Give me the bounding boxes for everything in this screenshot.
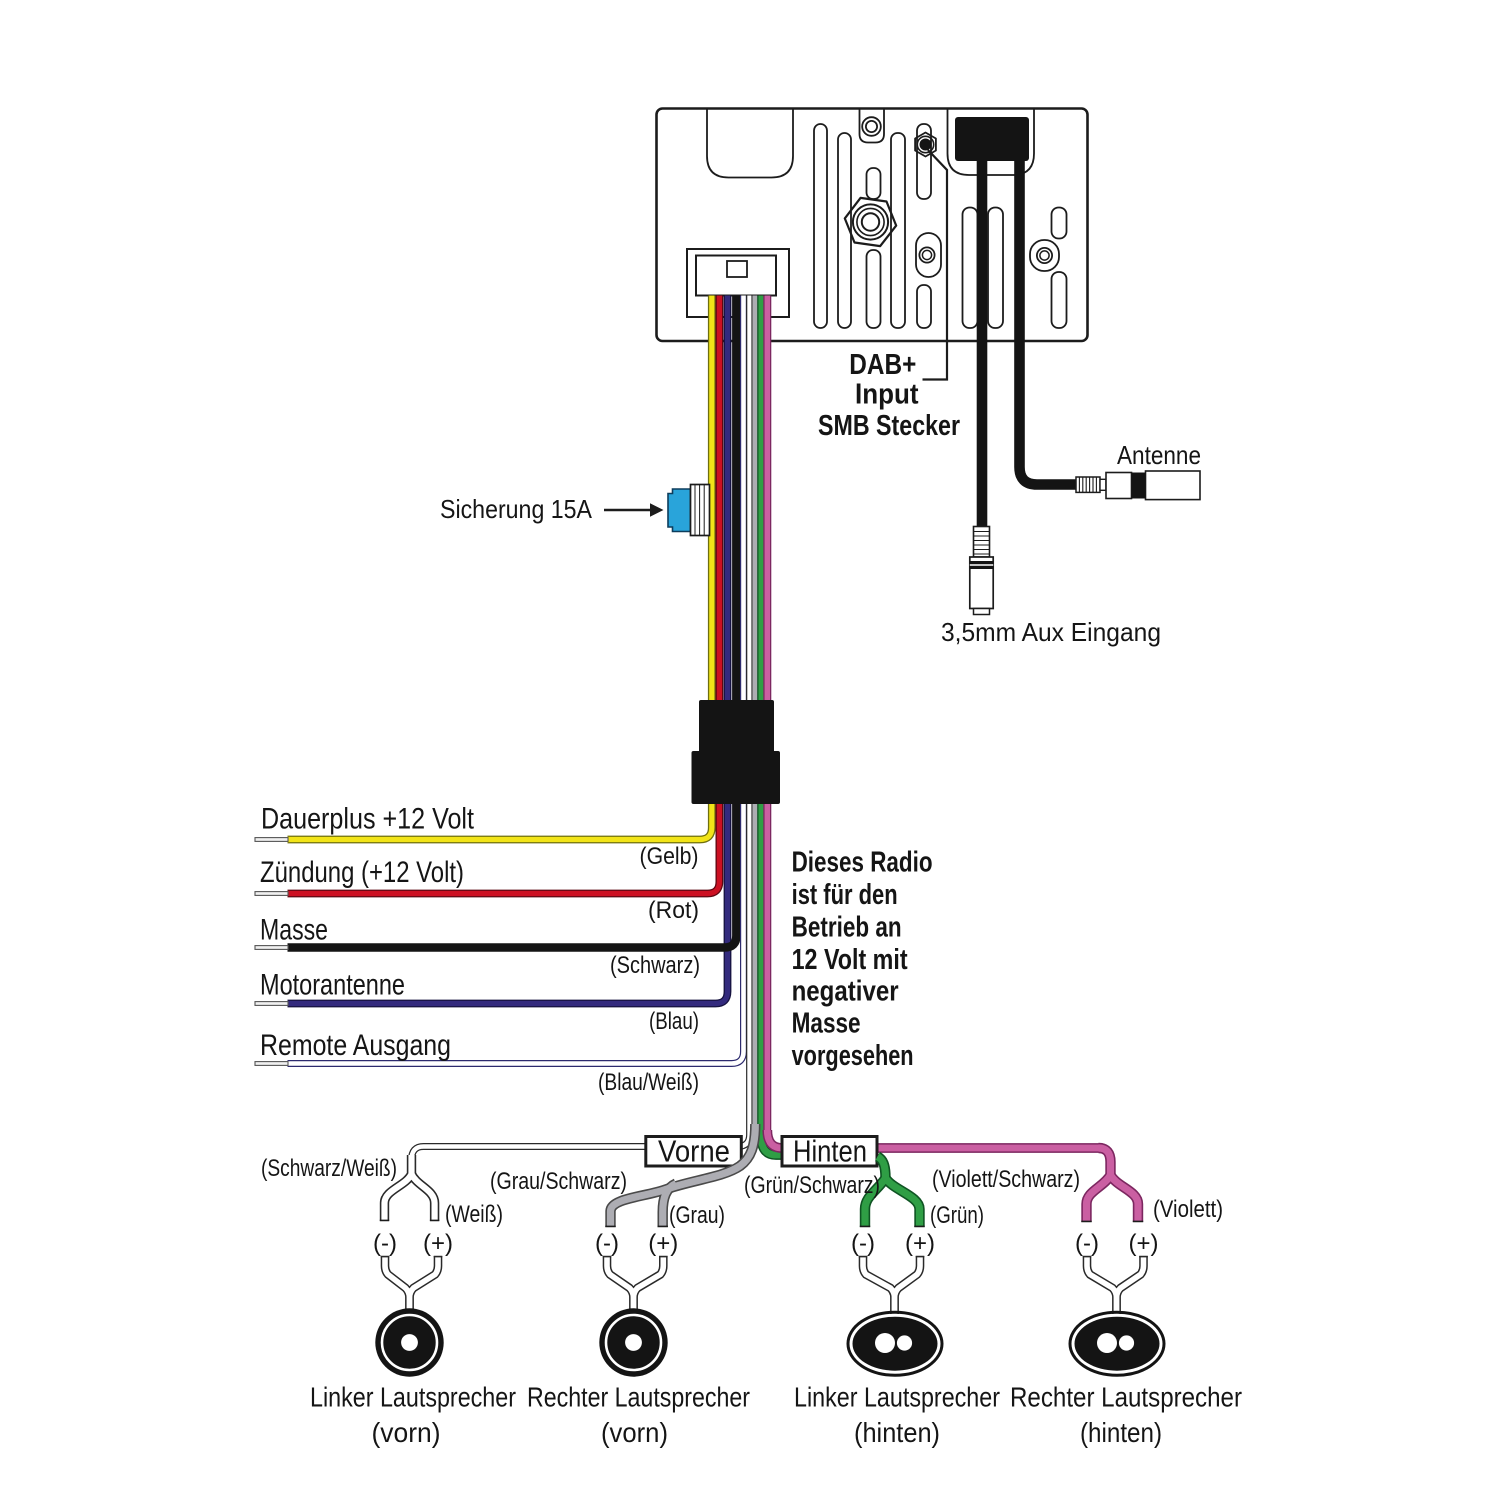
svg-text:(Blau): (Blau) bbox=[649, 1008, 699, 1035]
svg-text:Zündung (+12 Volt): Zündung (+12 Volt) bbox=[260, 856, 464, 889]
svg-text:(+): (+) bbox=[1129, 1230, 1159, 1257]
svg-text:DAB+: DAB+ bbox=[849, 349, 916, 381]
svg-text:Remote Ausgang: Remote Ausgang bbox=[260, 1029, 451, 1062]
svg-text:Rechter Lautsprecher: Rechter Lautsprecher bbox=[527, 1382, 750, 1413]
svg-text:Masse: Masse bbox=[260, 914, 328, 947]
svg-text:Vorne: Vorne bbox=[658, 1134, 730, 1169]
svg-text:(Gelb): (Gelb) bbox=[640, 843, 699, 870]
svg-text:(Schwarz/Weiß): (Schwarz/Weiß) bbox=[261, 1155, 397, 1182]
svg-text:Input: Input bbox=[855, 379, 919, 411]
svg-text:(-): (-) bbox=[595, 1230, 619, 1257]
svg-text:(-): (-) bbox=[851, 1230, 875, 1257]
svg-text:(+): (+) bbox=[423, 1230, 453, 1257]
svg-text:Rechter Lautsprecher: Rechter Lautsprecher bbox=[1010, 1382, 1242, 1413]
svg-text:(Schwarz): (Schwarz) bbox=[610, 952, 700, 979]
svg-text:(Violett/Schwarz): (Violett/Schwarz) bbox=[932, 1166, 1080, 1193]
svg-text:negativer: negativer bbox=[792, 975, 899, 1007]
svg-text:Hinten: Hinten bbox=[793, 1134, 867, 1169]
svg-text:Dauerplus +12 Volt: Dauerplus +12 Volt bbox=[261, 803, 475, 836]
svg-text:(vorn): (vorn) bbox=[372, 1417, 441, 1448]
svg-text:SMB Stecker: SMB Stecker bbox=[818, 410, 960, 442]
svg-text:(Blau/Weiß): (Blau/Weiß) bbox=[598, 1069, 699, 1096]
svg-text:(-): (-) bbox=[373, 1230, 397, 1257]
svg-text:(Violett): (Violett) bbox=[1153, 1196, 1223, 1223]
svg-text:12 Volt mit: 12 Volt mit bbox=[792, 944, 908, 976]
svg-text:(vorn): (vorn) bbox=[601, 1417, 668, 1448]
svg-text:Dieses Radio: Dieses Radio bbox=[792, 847, 933, 879]
svg-text:vorgesehen: vorgesehen bbox=[792, 1040, 914, 1072]
svg-text:(Grün): (Grün) bbox=[930, 1202, 984, 1229]
svg-text:(+): (+) bbox=[648, 1230, 678, 1257]
svg-text:Antenne: Antenne bbox=[1117, 440, 1201, 470]
svg-text:(Grau/Schwarz): (Grau/Schwarz) bbox=[490, 1168, 627, 1195]
svg-text:Motorantenne: Motorantenne bbox=[260, 969, 405, 1002]
svg-text:3,5mm Aux Eingang: 3,5mm Aux Eingang bbox=[941, 617, 1161, 647]
svg-text:Linker Lautsprecher: Linker Lautsprecher bbox=[794, 1382, 1000, 1413]
svg-text:(Grün/Schwarz): (Grün/Schwarz) bbox=[744, 1172, 880, 1199]
svg-text:(+): (+) bbox=[905, 1230, 935, 1257]
svg-text:Linker Lautsprecher: Linker Lautsprecher bbox=[310, 1382, 516, 1413]
svg-text:(Rot): (Rot) bbox=[648, 897, 699, 924]
svg-text:(hinten): (hinten) bbox=[1080, 1417, 1162, 1448]
svg-text:Masse: Masse bbox=[792, 1008, 861, 1040]
svg-text:(hinten): (hinten) bbox=[854, 1417, 940, 1448]
svg-text:(Weiß): (Weiß) bbox=[445, 1201, 503, 1228]
svg-text:Betrieb an: Betrieb an bbox=[792, 912, 902, 944]
svg-text:Sicherung 15A: Sicherung 15A bbox=[440, 494, 593, 524]
svg-text:(Grau): (Grau) bbox=[669, 1202, 725, 1229]
svg-text:ist für den: ist für den bbox=[792, 879, 898, 911]
svg-text:(-): (-) bbox=[1075, 1230, 1099, 1257]
